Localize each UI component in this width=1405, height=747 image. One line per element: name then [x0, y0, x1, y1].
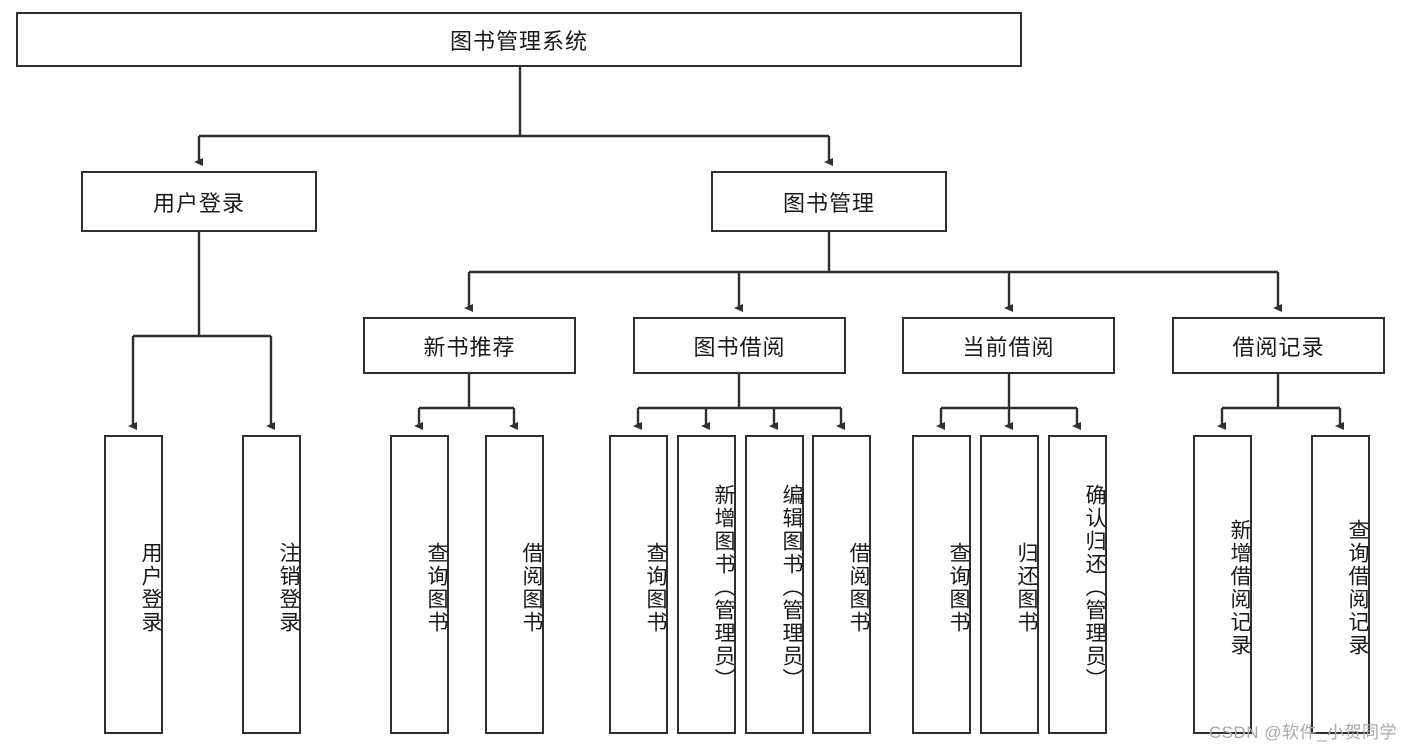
- leaf-query-book-borrow[interactable]: 查询图书: [609, 435, 668, 734]
- node-label: 图书管理: [782, 190, 875, 216]
- node-current-borrow[interactable]: 当前借阅: [902, 317, 1115, 374]
- node-label: 查询借阅记录: [1346, 518, 1369, 657]
- node-label: 确认归还（管理员）: [1083, 484, 1106, 691]
- node-label: 注销登录: [277, 541, 300, 634]
- leaf-edit-book-admin[interactable]: 编辑图书（管理员）: [745, 435, 804, 734]
- node-label: 借阅图书: [520, 541, 543, 634]
- node-book-management[interactable]: 图书管理: [711, 171, 947, 232]
- node-label: 编辑图书（管理员）: [780, 484, 803, 691]
- node-new-book-recommend[interactable]: 新书推荐: [363, 317, 576, 374]
- node-label: 新书推荐: [423, 334, 516, 360]
- node-borrow-record[interactable]: 借阅记录: [1172, 317, 1385, 374]
- leaf-query-book-recommend[interactable]: 查询图书: [390, 435, 449, 734]
- node-label: 借阅记录: [1232, 334, 1325, 360]
- leaf-return-book[interactable]: 归还图书: [980, 435, 1039, 734]
- leaf-add-borrow-record[interactable]: 新增借阅记录: [1193, 435, 1252, 734]
- node-label: 图书借阅: [693, 334, 786, 360]
- node-label: 图书管理系统: [449, 28, 588, 54]
- node-label: 借阅图书: [847, 541, 870, 634]
- node-label: 查询图书: [425, 541, 448, 634]
- leaf-query-book-current[interactable]: 查询图书: [912, 435, 971, 734]
- leaf-add-book-admin[interactable]: 新增图书（管理员）: [677, 435, 736, 734]
- node-label: 用户登录: [139, 541, 162, 634]
- leaf-borrow-book[interactable]: 借阅图书: [812, 435, 871, 734]
- node-label: 新增图书（管理员）: [712, 484, 735, 691]
- node-root-book-management-system[interactable]: 图书管理系统: [16, 12, 1022, 67]
- node-label: 归还图书: [1015, 541, 1038, 634]
- node-book-borrow[interactable]: 图书借阅: [633, 317, 846, 374]
- leaf-borrow-book-recommend[interactable]: 借阅图书: [485, 435, 544, 734]
- node-label: 用户登录: [152, 190, 245, 216]
- node-label: 新增借阅记录: [1228, 518, 1251, 657]
- node-user-login[interactable]: 用户登录: [81, 171, 317, 232]
- leaf-user-login[interactable]: 用户登录: [104, 435, 163, 734]
- leaf-confirm-return-admin[interactable]: 确认归还（管理员）: [1048, 435, 1107, 734]
- watermark: CSDN @软件_小贺同学: [1208, 723, 1397, 742]
- leaf-user-logout[interactable]: 注销登录: [242, 435, 301, 734]
- node-label: 查询图书: [947, 541, 970, 634]
- leaf-query-borrow-record[interactable]: 查询借阅记录: [1311, 435, 1370, 734]
- node-label: 当前借阅: [962, 334, 1055, 360]
- node-label: 查询图书: [644, 541, 667, 634]
